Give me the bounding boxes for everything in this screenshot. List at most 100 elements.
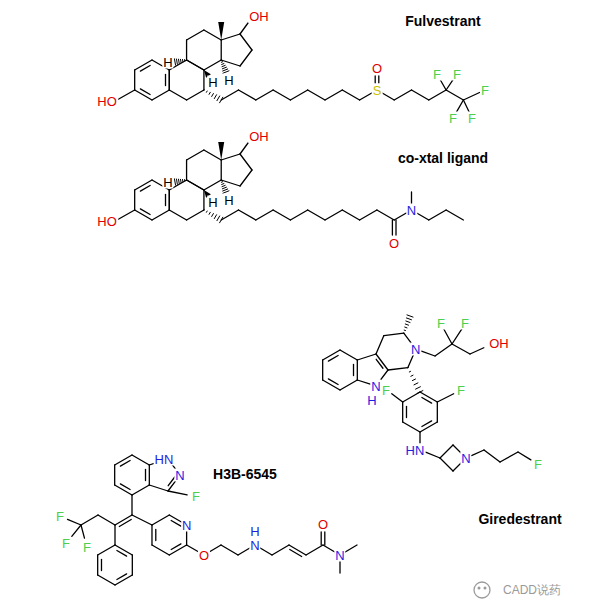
hashed-bond xyxy=(211,213,213,217)
bond xyxy=(377,210,394,220)
bond xyxy=(221,90,238,100)
bond xyxy=(420,392,437,402)
bond xyxy=(357,360,358,380)
atom-label: O xyxy=(371,62,383,75)
hashed-bond xyxy=(211,93,213,97)
hashed-bond xyxy=(186,179,187,180)
atom-label: N xyxy=(406,204,417,217)
atom-label: F xyxy=(456,384,466,397)
bond xyxy=(321,532,322,545)
hashed-bond xyxy=(217,96,220,101)
compound-name: Fulvestrant xyxy=(404,13,481,29)
bond xyxy=(408,355,414,368)
bond xyxy=(240,34,252,50)
bond xyxy=(446,90,463,100)
hashed-bond xyxy=(176,179,177,185)
bond xyxy=(169,190,170,210)
bond xyxy=(328,355,338,361)
hashed-bond xyxy=(214,94,217,99)
atom-label: H xyxy=(162,176,173,189)
bond xyxy=(140,209,150,215)
atom-label: F xyxy=(436,317,446,330)
bond xyxy=(101,559,102,570)
bond xyxy=(395,220,396,235)
atom-label: OH xyxy=(248,10,270,23)
bond xyxy=(403,422,420,432)
atom-label: F xyxy=(480,84,490,97)
bond xyxy=(187,180,204,190)
bond xyxy=(81,515,98,525)
bond xyxy=(411,192,412,204)
bond xyxy=(339,561,340,573)
bond xyxy=(452,329,462,344)
atom-label: H xyxy=(223,194,234,207)
bond xyxy=(186,531,187,545)
bond xyxy=(115,545,132,555)
bond xyxy=(119,520,131,527)
bond xyxy=(308,90,325,100)
compound-name: co-xtal ligand xyxy=(397,150,489,166)
atom-label: F xyxy=(533,458,543,471)
bond xyxy=(378,76,379,83)
bond xyxy=(388,368,408,370)
hashed-bond xyxy=(222,187,227,189)
bond xyxy=(421,351,435,356)
bond xyxy=(446,210,463,220)
bond xyxy=(437,402,438,422)
bond xyxy=(221,40,222,60)
atom-label: OH xyxy=(248,130,270,143)
bond xyxy=(376,336,384,354)
bond xyxy=(155,529,156,540)
bond xyxy=(117,550,127,556)
bond xyxy=(324,532,325,545)
bond xyxy=(290,90,307,100)
bond xyxy=(238,548,250,555)
bond xyxy=(440,458,453,471)
hashed-bond xyxy=(222,65,226,67)
hashed-bond xyxy=(222,67,227,69)
hashed-bond xyxy=(217,216,220,221)
bond xyxy=(149,465,150,485)
hashed-bond xyxy=(174,178,175,185)
bond xyxy=(357,354,376,360)
bond xyxy=(186,40,187,60)
bond xyxy=(440,79,446,90)
atom-label: N xyxy=(460,452,471,465)
hashed-bond xyxy=(405,321,410,323)
bond xyxy=(376,359,383,368)
bond xyxy=(384,333,404,335)
bond xyxy=(131,495,132,515)
atom-label: H xyxy=(223,74,234,87)
atom-label: S xyxy=(372,84,383,97)
atom-label: F xyxy=(467,112,477,125)
atom-label: F xyxy=(82,541,92,554)
bond xyxy=(120,484,130,490)
bond xyxy=(169,190,170,210)
hashed-bond xyxy=(415,387,421,390)
bond xyxy=(115,575,132,585)
atom-label: F xyxy=(381,384,391,397)
compound-name: H3B-6545 xyxy=(212,466,278,482)
bond xyxy=(470,348,484,354)
bond xyxy=(353,364,354,375)
bond xyxy=(518,452,531,460)
bond xyxy=(240,170,252,186)
atom-label: N xyxy=(181,519,192,532)
bond xyxy=(382,93,394,100)
atom-label: O xyxy=(388,237,400,250)
bond xyxy=(328,379,338,385)
bond xyxy=(187,180,204,190)
atom-label: O xyxy=(198,549,210,562)
bond xyxy=(402,402,403,422)
wedge-bond xyxy=(218,22,224,40)
bond xyxy=(323,350,340,360)
bond xyxy=(135,180,152,190)
bond xyxy=(273,90,290,100)
bond xyxy=(187,30,204,40)
hashed-bond xyxy=(221,181,223,183)
bond xyxy=(151,525,152,545)
hashed-bond xyxy=(209,92,211,95)
bond xyxy=(168,491,187,495)
bond xyxy=(134,70,135,90)
hashed-bond xyxy=(403,332,404,333)
